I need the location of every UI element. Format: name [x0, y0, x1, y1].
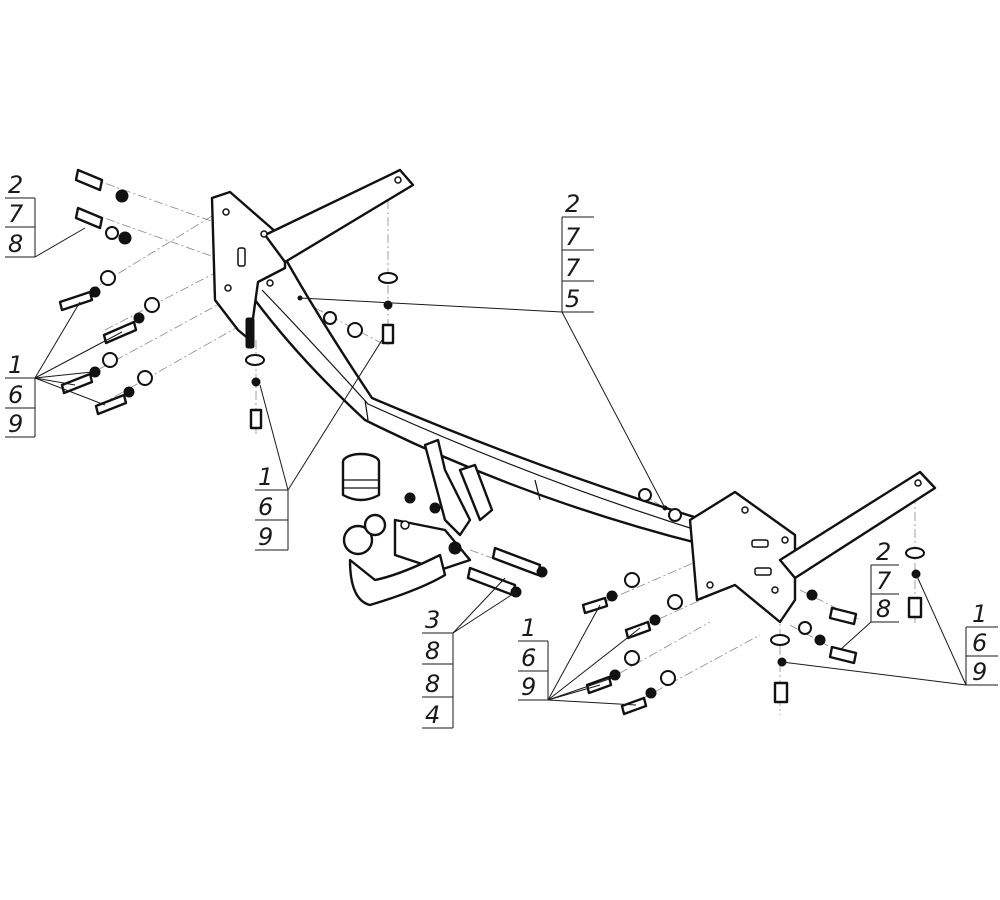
- callout-top-left: 2 7 8: [5, 171, 36, 258]
- callout-number: 2: [876, 538, 891, 566]
- right-mounting-bracket: [688, 470, 937, 624]
- callout-number: 7: [565, 254, 581, 282]
- callout-number: 8: [425, 670, 440, 698]
- fasteners: [58, 168, 925, 716]
- callout-number: 8: [876, 595, 891, 623]
- callout-number: 9: [258, 523, 273, 551]
- callout-number: 9: [972, 658, 987, 686]
- callout-number: 6: [8, 381, 23, 409]
- callout-number: 7: [876, 567, 892, 595]
- callout-number: 2: [565, 190, 580, 218]
- callout-left: 1 6 9: [5, 351, 36, 438]
- callout-number: 1: [521, 614, 536, 642]
- ball-mount-bolts: [466, 546, 548, 598]
- tow-ball-assembly: [341, 438, 494, 607]
- callout-bottom-center: 3 8 8 4: [422, 606, 454, 729]
- callout-number: 1: [8, 351, 23, 379]
- callout-number: 4: [425, 701, 440, 729]
- callout-bottom-right: 1 6 9: [518, 614, 549, 701]
- callout-number: 1: [972, 600, 987, 628]
- callout-number: 3: [425, 606, 440, 634]
- callout-number: 8: [425, 637, 440, 665]
- callout-number: 8: [8, 230, 23, 258]
- callout-number: 9: [8, 410, 23, 438]
- callout-number: 6: [258, 493, 273, 521]
- callout-top-center: 2 7 7 5: [561, 190, 594, 313]
- left-mounting-bracket: [210, 168, 415, 349]
- callout-far-right: 1 6 9: [965, 600, 998, 686]
- callout-number: 7: [8, 200, 24, 228]
- callout-number: 9: [521, 673, 536, 701]
- callout-number: 7: [565, 223, 581, 251]
- callout-number: 1: [258, 463, 273, 491]
- callout-number: 2: [8, 171, 23, 199]
- callout-right: 2 7 8: [870, 538, 899, 623]
- callout-number: 6: [521, 644, 536, 672]
- callout-number: 6: [972, 629, 987, 657]
- callout-center-left: 1 6 9: [255, 463, 289, 551]
- leader-lines: [34, 227, 967, 706]
- callout-number: 5: [565, 285, 580, 313]
